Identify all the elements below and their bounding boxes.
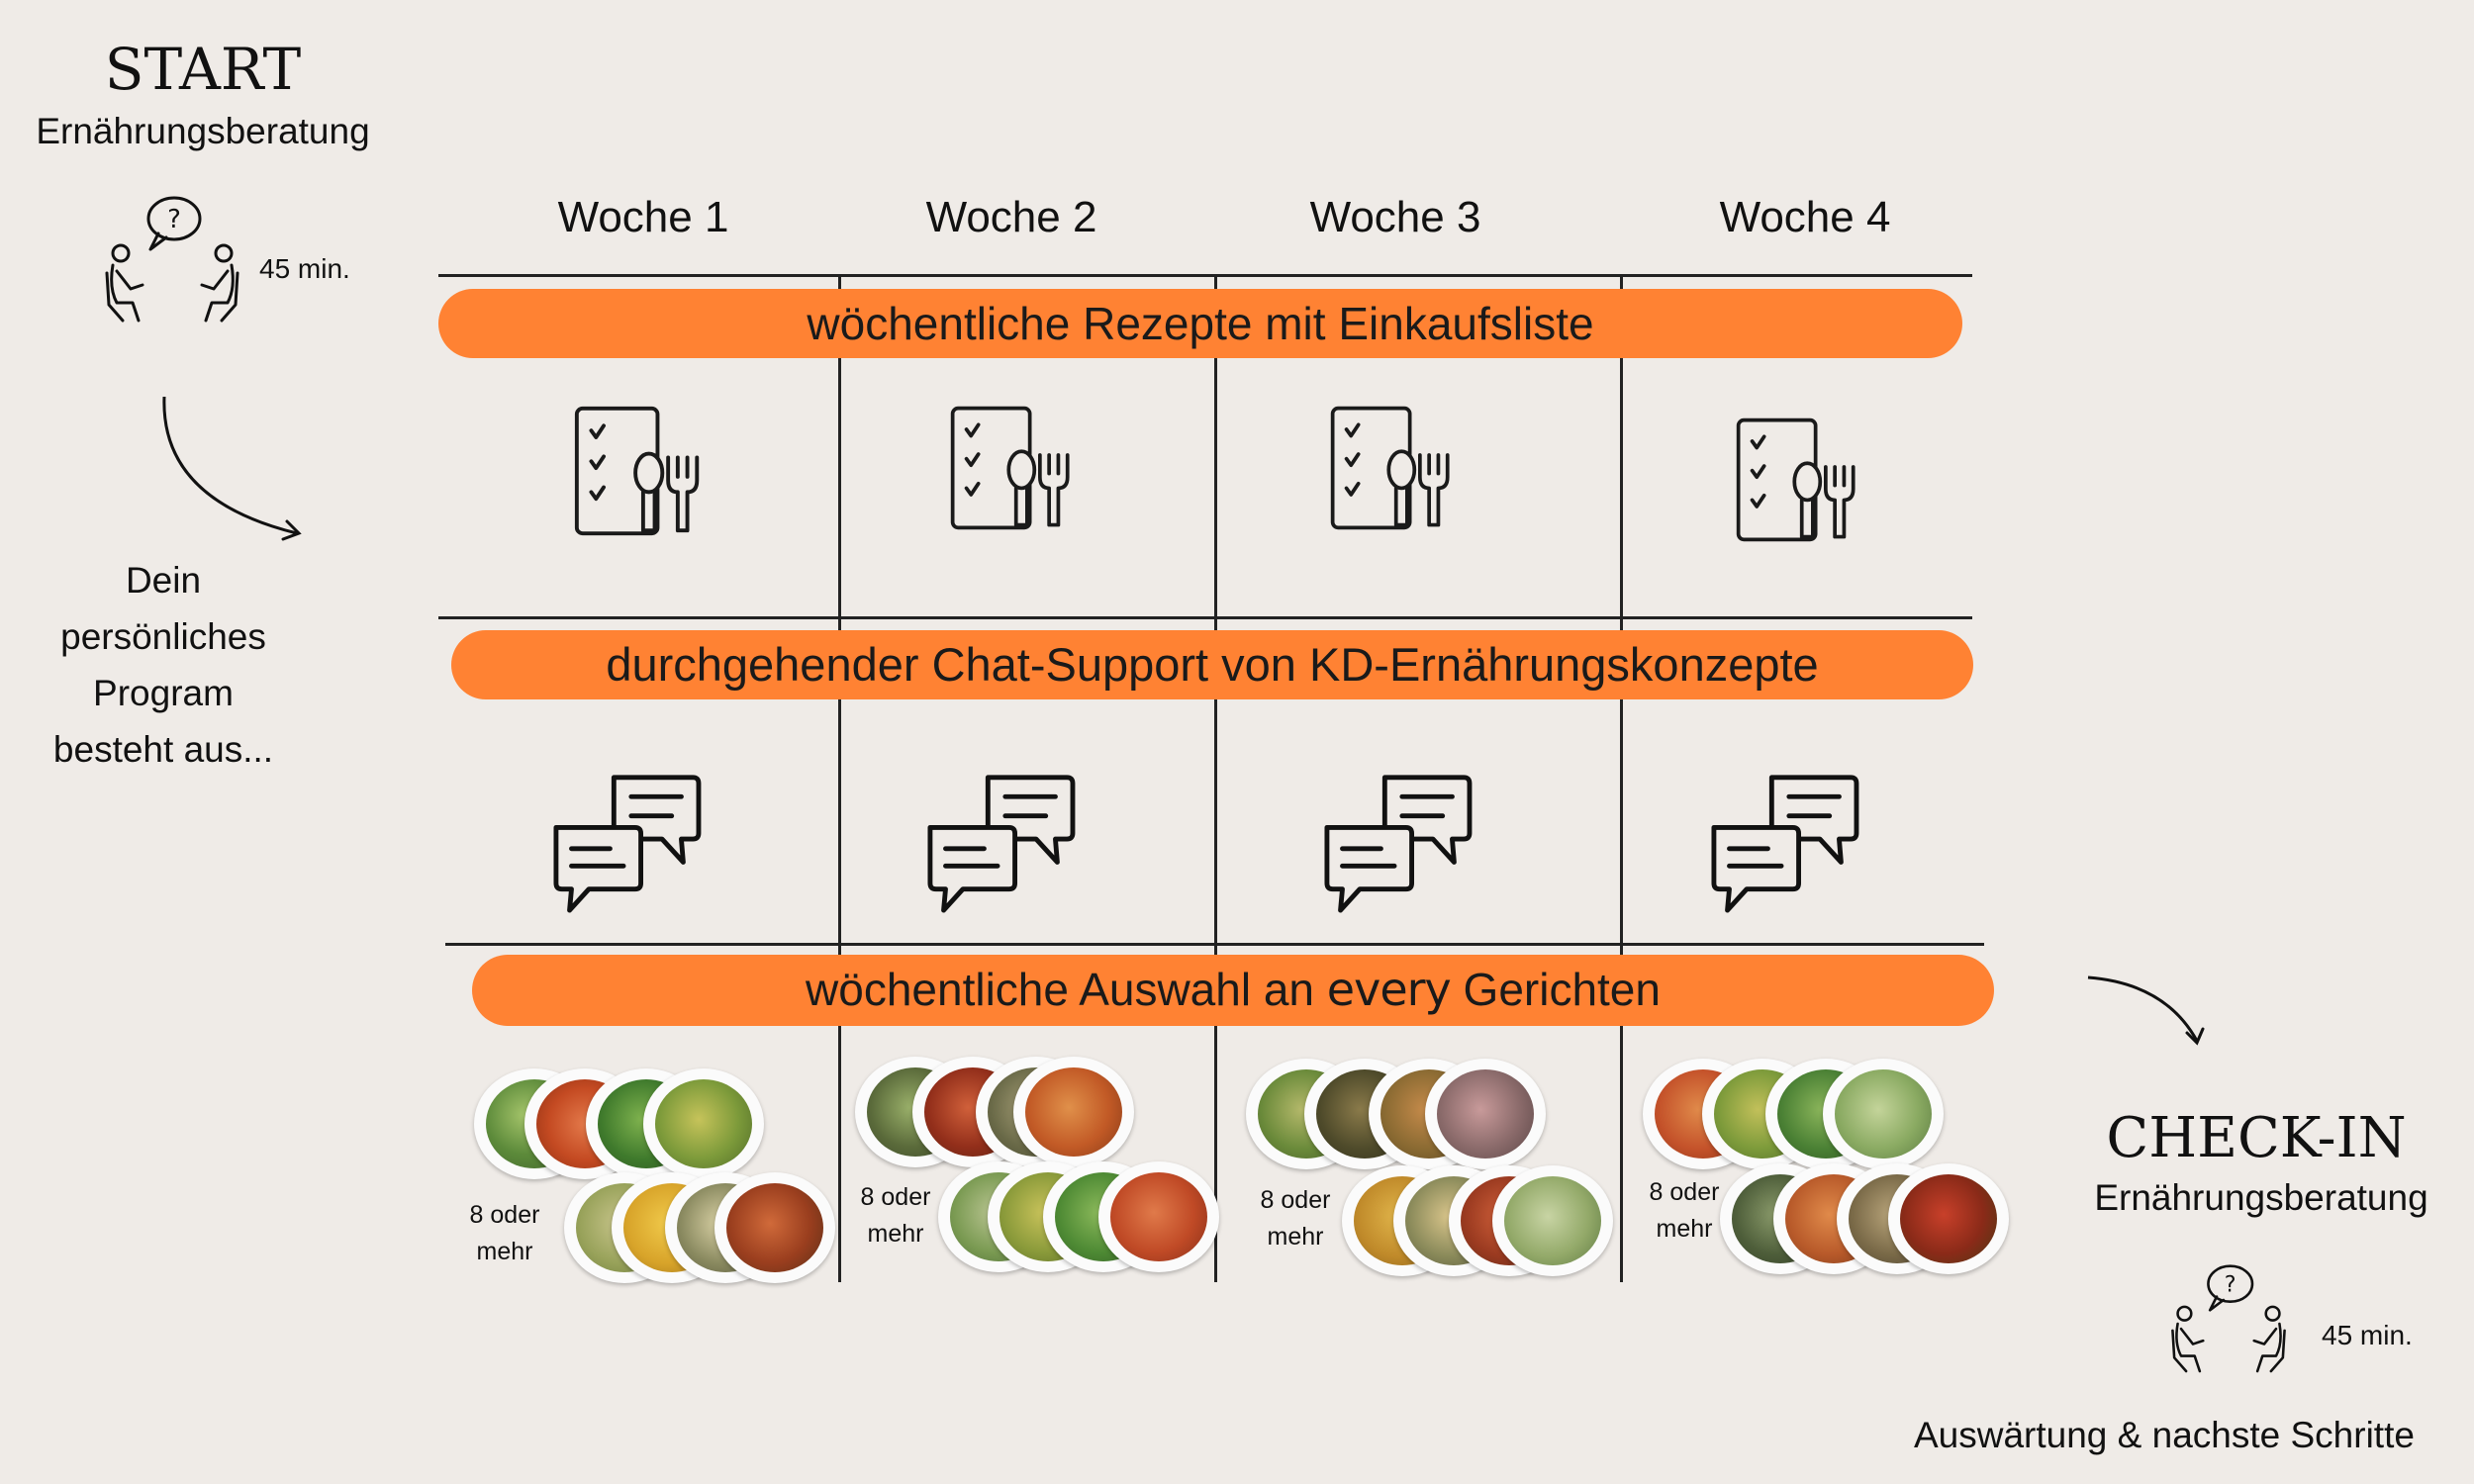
checkin-subtitle: Ernährungsberatung	[2094, 1177, 2428, 1218]
meals-bar: wöchentliche Auswahl an every Gerichten	[472, 955, 1994, 1026]
food-plate-image	[1888, 1163, 2009, 1274]
grid-line	[438, 616, 1972, 619]
food-plate-image	[1098, 1161, 1219, 1272]
meals-bar-prefix: wöchentliche Auswahl an	[806, 964, 1315, 1015]
food-plate-image	[1823, 1059, 1944, 1169]
checkin-duration: 45 min.	[2322, 1320, 2413, 1350]
checkin-footer: Auswärtung & nachste Schritte	[1914, 1415, 2415, 1455]
chat-support-bar: durchgehender Chat-Support von KD-Ernähr…	[451, 630, 1973, 699]
meals-count-line: mehr	[476, 1238, 533, 1265]
every-brand-logo: every	[1326, 963, 1452, 1016]
meals-count-line: 8 oder	[1260, 1186, 1331, 1214]
meals-count-line: 8 oder	[469, 1201, 540, 1229]
meals-count-label: 8 oder mehr	[1241, 1182, 1350, 1255]
chat-bubbles-icon	[922, 770, 1077, 914]
start-subtitle: Ernährungsberatung	[36, 111, 370, 151]
checkin-title: CHECK-IN	[2106, 1106, 2407, 1170]
week-header-3: Woche 3	[1309, 193, 1481, 241]
recipes-bar: wöchentliche Rezepte mit Einkaufsliste	[438, 289, 1962, 358]
start-title: START	[104, 36, 302, 103]
recipe-checklist-cutlery-icon	[572, 404, 707, 538]
grid-line	[438, 274, 1972, 277]
intro-line: Dein	[125, 560, 202, 601]
curved-arrow-icon	[162, 396, 302, 541]
food-plate-image	[714, 1172, 835, 1283]
meals-bar-suffix: Gerichten	[1463, 964, 1661, 1015]
consultation-icon	[103, 194, 241, 323]
chat-bubbles-icon	[1319, 770, 1474, 914]
recipe-checklist-cutlery-icon	[1734, 416, 1862, 544]
grid-column-divider	[1214, 275, 1217, 1282]
meals-count-label: 8 oder mehr	[450, 1197, 559, 1270]
food-plate-image	[643, 1068, 764, 1179]
curved-arrow-icon	[2087, 975, 2205, 1046]
chat-bubbles-icon	[1706, 770, 1860, 914]
grid-column-divider	[838, 275, 841, 1282]
week-header-2: Woche 2	[925, 193, 1097, 241]
week-header-1: Woche 1	[557, 193, 729, 241]
intro-line: persönliches	[60, 616, 266, 657]
meals-count-line: mehr	[1267, 1223, 1324, 1251]
week-header-4: Woche 4	[1719, 193, 1891, 241]
consultation-icon	[2169, 1254, 2288, 1381]
meals-count-label: 8 oder mehr	[841, 1179, 950, 1252]
start-duration: 45 min.	[259, 253, 350, 284]
meals-count-line: mehr	[867, 1220, 924, 1248]
meals-count-line: mehr	[1656, 1215, 1713, 1243]
recipe-checklist-cutlery-icon	[948, 404, 1077, 532]
intro-text: Dein persönliches Program besteht aus...	[20, 552, 307, 778]
grid-column-divider	[1620, 275, 1623, 1282]
food-plate-image	[1013, 1057, 1134, 1167]
intro-line: besteht aus...	[52, 729, 274, 770]
meals-count-line: 8 oder	[1649, 1178, 1720, 1206]
recipe-checklist-cutlery-icon	[1328, 404, 1457, 532]
meals-count-line: 8 oder	[860, 1183, 931, 1211]
food-plate-image	[1492, 1165, 1613, 1276]
food-plate-image	[1425, 1059, 1546, 1169]
intro-line: Program	[93, 673, 234, 713]
chat-bubbles-icon	[548, 770, 703, 914]
meals-count-label: 8 oder mehr	[1630, 1174, 1739, 1248]
